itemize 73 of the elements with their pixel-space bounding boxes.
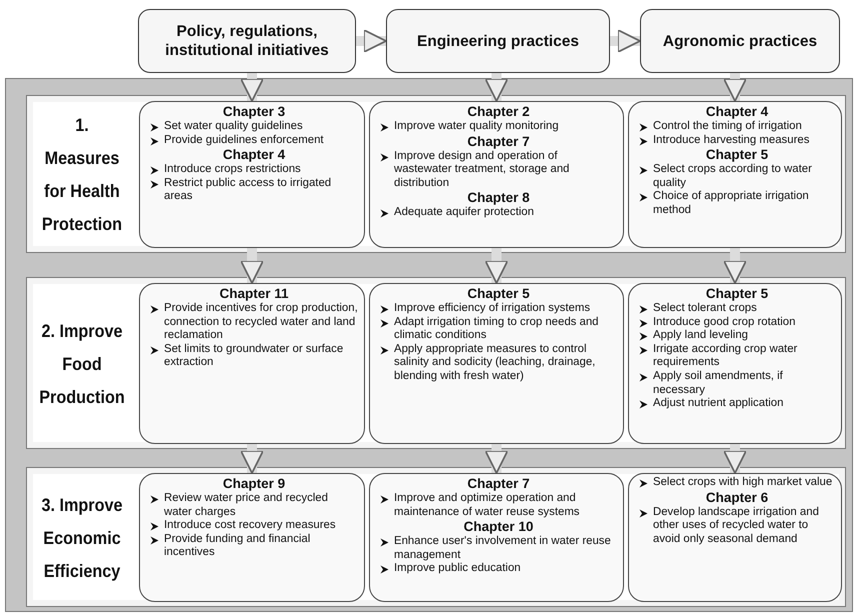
row-band (26, 277, 846, 449)
bullet-text: Set water quality guidelines (164, 120, 303, 134)
chapter-card (628, 283, 842, 444)
chapter-card (369, 101, 624, 248)
bullet-text: Improve efficiency of irrigation systems (394, 302, 590, 316)
bullet-text: Apply appropriate measures to control salinity and sodicity (leaching, drainage, blending with fresh water) (394, 342, 596, 384)
category-box: Policy, regulations, institutional initiatives (138, 9, 356, 73)
row-label: 2. Improve Food Production (38, 320, 126, 408)
bullet-text: Select crops with high market value (653, 476, 832, 490)
row-band (26, 467, 846, 607)
arrow (723, 73, 747, 102)
bullet-text: Review water price and recycled water charges (164, 492, 329, 520)
chapter-card (369, 283, 624, 444)
category-box: Engineering practices (386, 9, 610, 73)
bullet-text: Develop landscape irrigation and other uses of recycled water to avoid only seasonal demand (653, 506, 820, 546)
arrow (240, 73, 264, 102)
bullet-text: Provide incentives for crop production, connection to recycled water and land reclamation (164, 302, 358, 343)
chapter-heading: Chapter 11 (218, 286, 290, 302)
bullet-text: Set limits to groundwater or surface extraction (164, 342, 344, 370)
arrow (484, 444, 508, 474)
bullet-text: Introduce crops restrictions (164, 163, 301, 177)
bullet-text: Adjust nutrient application (653, 397, 784, 411)
chapter-heading: Chapter 7 (466, 476, 531, 492)
bullet-text: Apply land leveling (653, 329, 748, 343)
chapter-card (139, 473, 365, 602)
arrow (240, 444, 264, 474)
row-label: 1. Measures for Health Protection (40, 114, 124, 236)
chapter-heading: Chapter 5 (704, 147, 770, 164)
chapter-card (628, 101, 842, 248)
arrow (484, 73, 508, 102)
bullet-text: Choice of appropriate irrigation method (653, 190, 810, 218)
chapter-heading: Chapter 9 (222, 476, 286, 492)
chapter-card (139, 101, 365, 248)
chapter-heading: Chapter 5 (704, 286, 770, 302)
arrow (610, 29, 641, 53)
chapter-card (139, 283, 365, 444)
bullet-text: Introduce cost recovery measures (164, 519, 336, 533)
bullet-text: Restrict public access to irrigated areas (164, 176, 332, 204)
bullet-text: Introduce harvesting measures (653, 134, 810, 148)
chapter-heading: Chapter 4 (704, 104, 770, 120)
bullet-text: Improve design and operation of wastewater treatment, storage and distribution (394, 150, 570, 190)
chapter-heading: Chapter 5 (466, 286, 531, 302)
bullet-text: Apply soil amendments, if necessary (653, 370, 784, 398)
bullet-text: Improve public education (394, 562, 521, 576)
row-band (26, 95, 846, 253)
bullet-text: Select tolerant crops (653, 302, 757, 316)
bullet-text: Improve and optimize operation and maintenance of water reuse systems (394, 492, 580, 520)
bullet-text: Adequate aquifer protection (394, 206, 534, 220)
category-box: Agronomic practices (640, 9, 840, 73)
arrow (356, 29, 387, 53)
chapter-heading: Chapter 7 (466, 134, 531, 150)
chapter-heading: Chapter 6 (704, 490, 770, 506)
bullet-text: Provide guidelines enforcement (164, 134, 324, 148)
arrow (723, 444, 747, 474)
arrow (723, 248, 747, 284)
chapter-heading: Chapter 10 (462, 519, 534, 536)
bullet-text: Provide funding and financial incentives (164, 532, 312, 560)
bullet-text: Control the timing of irrigation (653, 120, 802, 134)
chapter-heading: Chapter 3 (222, 104, 286, 120)
chapter-heading: Chapter 2 (466, 104, 531, 120)
bullet-text: Select crops according to water quality (653, 163, 813, 190)
arrow (484, 248, 508, 284)
chapter-heading: Chapter 8 (466, 190, 531, 206)
chapter-heading: Chapter 4 (222, 147, 286, 164)
bullet-text: Improve water quality monitoring (394, 120, 559, 134)
bullet-text: Irrigate according crop water requirements (653, 342, 798, 370)
bullet-text: Enhance user's involvement in water reuse management (394, 535, 612, 562)
row-label: 3. Improve Economic Efficiency (40, 494, 124, 583)
bullet-text: Introduce good crop rotation (653, 316, 796, 330)
bullet-text: Adapt irrigation timing to crop needs and climatic conditions (394, 316, 600, 343)
arrow (240, 248, 264, 284)
chapter-card (369, 473, 624, 602)
chapter-card (628, 473, 842, 602)
